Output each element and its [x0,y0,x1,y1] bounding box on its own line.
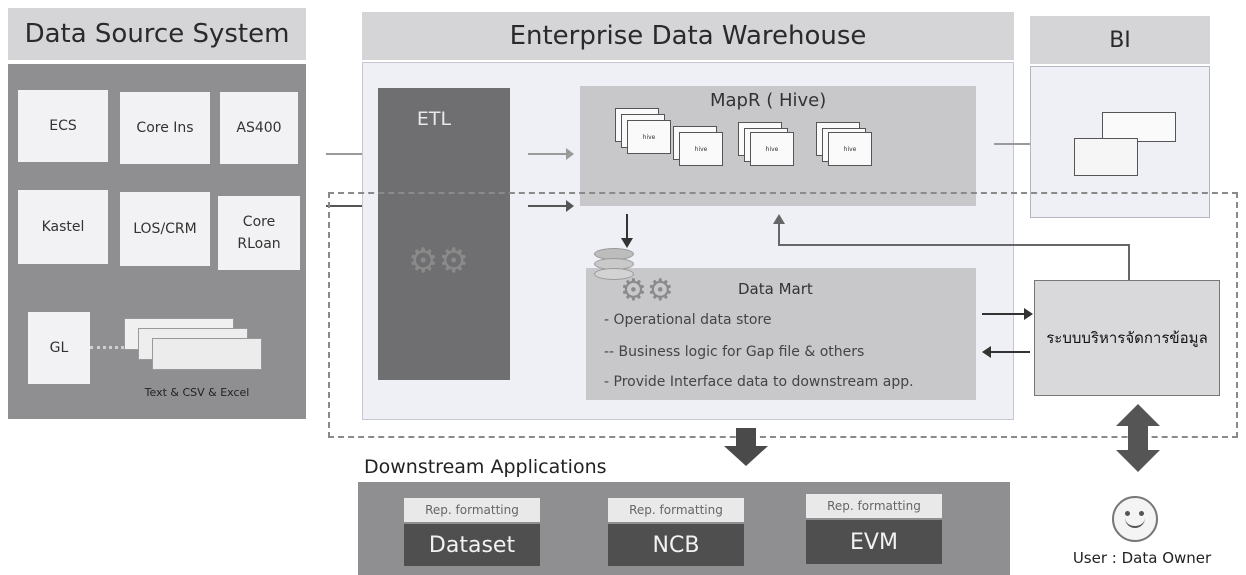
source-core-label: Core [242,214,276,230]
etl-gears-icon: ⚙⚙ [408,241,469,281]
app-ncb: NCB [608,524,744,566]
source-core-ins: Core Ins [120,92,210,164]
datamart-title: Data Mart [738,280,813,298]
app-dataset: Dataset [404,524,540,566]
datamart-line: - Operational data store [604,312,772,328]
mgmt-user-double-arrow [1116,404,1160,472]
data-management-system: ระบบบริหารจัดการข้อมูล [1034,280,1220,396]
edw-to-downstream-arrow [724,428,768,468]
arrowhead [1024,308,1033,320]
data-governance-boundary [328,192,1238,438]
hive-table-icon: hive [738,122,798,172]
source-rloan-label: RLoan [237,236,281,252]
gl-connector [90,346,130,349]
downstream-title: Downstream Applications [364,456,607,478]
etl-to-mapr-arrow-1 [528,153,568,155]
bi-header: BI [1030,16,1210,64]
app-evm: EVM [806,520,942,564]
mgmt-to-mapr-connector [1128,244,1130,280]
file-stack-icon [124,318,264,374]
rep-formatting-label: Rep. formatting [806,494,942,518]
dashboard-icon [1074,112,1184,178]
user-smiley-icon [1112,496,1158,542]
arrowhead [621,238,633,248]
data-source-header: Data Source System [8,8,306,60]
etl-block [378,88,510,380]
arrowhead [566,200,574,212]
datamart-gears-icon: ⚙⚙ [620,273,674,308]
mapr-to-datamart-arrow [626,214,628,240]
etl-to-mapr-arrow-2 [528,205,568,207]
source-los-crm: LOS/CRM [120,192,210,266]
source-to-etl-arrow-2 [326,205,370,207]
source-to-etl-arrow-1 [326,153,370,155]
source-kastel: Kastel [18,190,108,264]
edw-header: Enterprise Data Warehouse [362,12,1014,60]
datamart-line: -- Business logic for Gap file & others [604,344,865,360]
datamart-line: - Provide Interface data to downstream a… [604,374,914,390]
source-gl: GL [28,312,90,384]
hive-table-icon: hive [673,126,733,176]
datamart-block [586,268,976,400]
database-icon [594,248,638,288]
etl-label: ETL [416,108,452,130]
mapr-to-bi-arrow [994,143,1032,145]
rep-formatting-label: Rep. formatting [608,498,744,522]
mgmt-to-mapr-connector [778,244,1130,246]
rep-formatting-label: Rep. formatting [404,498,540,522]
arrowhead [773,214,785,224]
files-caption: Text & CSV & Excel [144,386,250,399]
hive-table-icon: hive [816,122,876,172]
arrowhead [566,148,574,160]
source-core-rloan: Core RLoan [218,196,300,270]
user-label: User : Data Owner [1072,549,1212,567]
hive-table-icon: hive [615,108,675,158]
arrowhead [982,346,991,358]
mapr-title: MapR ( Hive) [710,90,827,111]
source-ecs: ECS [18,90,108,162]
mgmt-to-datamart-arrow [990,351,1030,353]
source-as400: AS400 [220,92,298,164]
datamart-to-mgmt-arrow [982,313,1026,315]
mgmt-to-mapr-connector [778,222,780,246]
